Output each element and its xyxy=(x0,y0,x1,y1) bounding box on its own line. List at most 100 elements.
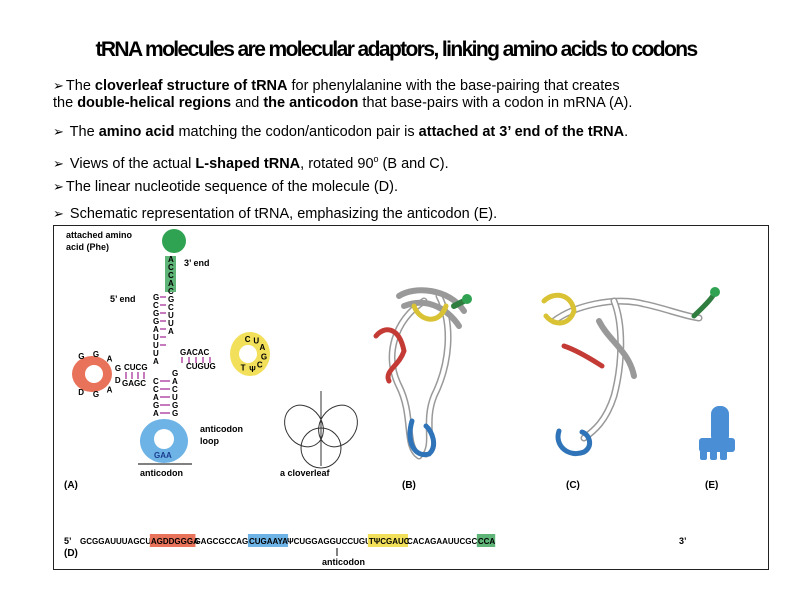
anticodon-loop-hole xyxy=(154,429,174,449)
panel-label-d: (D) xyxy=(64,548,78,559)
bullet-1: ➢The cloverleaf structure of tRNA for ph… xyxy=(53,78,620,94)
ribbon-view-b xyxy=(373,287,467,460)
arrow-bullet-icon: ➢ xyxy=(53,78,64,93)
attached-amino-label-2: acid (Phe) xyxy=(66,242,109,252)
acceptor-5-base: A xyxy=(153,325,159,334)
anticodon-stem-3-base: U xyxy=(172,393,178,402)
acceptor-cca-highlight xyxy=(165,256,176,292)
acceptor-3-base: A xyxy=(168,327,174,336)
sequence-segment: GCGGAUUUAGCUC xyxy=(80,537,157,546)
acceptor-3-base: C xyxy=(168,303,174,312)
sequence-highlight xyxy=(367,534,408,547)
ribbon-view-c xyxy=(541,291,717,456)
bullet-5: ➢ Schematic representation of tRNA, emph… xyxy=(53,206,498,222)
anticodon-stem-3-base: G xyxy=(172,401,178,410)
anticodon-stem-5-base: A xyxy=(153,409,159,418)
sequence-5-prime: 5’ xyxy=(64,536,72,546)
trna-figure-canvas: attached amino acid (Phe) 3’ end 5’ end … xyxy=(64,229,735,567)
arrow-bullet-icon: ➢ xyxy=(53,155,64,171)
d-loop-base: D xyxy=(115,376,121,385)
sequence-segment: CACAGAAUUCGCA xyxy=(407,537,483,546)
bullet-2: ➢ The amino acid matching the codon/anti… xyxy=(53,124,629,140)
t-loop-base: U xyxy=(253,337,259,346)
d-loop-base: A xyxy=(107,385,113,394)
amino-acid-sphere xyxy=(162,229,186,253)
anticodon-stem-3-base: A xyxy=(172,377,178,386)
d-loop-base: G xyxy=(78,352,84,361)
d-loop-base: G xyxy=(93,390,99,399)
sequence-highlight xyxy=(247,534,289,547)
sequence-highlight xyxy=(476,534,496,547)
acceptor-5-base: G xyxy=(153,293,159,302)
acceptor-3-base: U xyxy=(168,311,174,320)
anticodon-arm: CCAGAGACUGGACUYA GAA anticodon anticodon… xyxy=(138,369,243,478)
anticodon-stem-5-base: G xyxy=(153,401,159,410)
acceptor-5-base: G xyxy=(153,309,159,318)
sequence-3-prime: 3’ xyxy=(679,536,687,546)
attached-amino-label: attached amino xyxy=(66,230,133,240)
three-end-label: 3’ end xyxy=(184,258,210,268)
bullet-3: ➢ Views of the actual L-shaped tRNA, rot… xyxy=(53,154,449,172)
panel-label-a: (A) xyxy=(64,480,78,491)
anticodon-stem-3-base: C xyxy=(172,385,178,394)
sequence-segment: TΨCGAUC xyxy=(369,537,410,546)
d-arm-top-seq: CUCG xyxy=(124,363,148,372)
acceptor-3-base: A xyxy=(168,255,174,264)
anticodon-label: anticodon xyxy=(140,468,183,478)
d-arm-bottom-seq: GAGC xyxy=(122,379,146,388)
d-loop-base: G xyxy=(115,364,121,373)
t-loop-base: Ψ xyxy=(249,365,256,374)
arrow-bullet-icon: ➢ xyxy=(53,206,64,221)
acceptor-5-base: G xyxy=(153,317,159,326)
acceptor-strand-5: GCGGAUUUA xyxy=(153,293,166,366)
acceptor-5-base: U xyxy=(153,341,159,350)
t-loop-base: G xyxy=(261,352,267,361)
d-loop-base: G xyxy=(93,350,99,359)
acceptor-5-base: U xyxy=(153,333,159,342)
panel-label-e: (E) xyxy=(705,480,718,491)
schematic-trna-e xyxy=(699,406,735,460)
acceptor-3-base: C xyxy=(168,263,174,272)
sequence-segment: GAGCGCCAGA xyxy=(194,537,254,546)
t-loop-base: C xyxy=(245,335,251,344)
slide-title: tRNA molecules are molecular adaptors, l… xyxy=(95,38,698,61)
acceptor-3-base: C xyxy=(168,271,174,280)
acceptor-5-base: A xyxy=(153,357,159,366)
five-end-label: 5’ end xyxy=(110,294,136,304)
sequence-anticodon-label: anticodon xyxy=(322,557,365,567)
t-loop-hole xyxy=(239,345,257,363)
acceptor-5-base: U xyxy=(153,349,159,358)
anticodon-stem-3-base: G xyxy=(172,409,178,418)
arrow-bullet-icon: ➢ xyxy=(53,124,64,139)
t-arm-bottom-seq: CUGUG xyxy=(186,362,216,371)
sequence-segment: ΨCUGGAGGUCCUGUG xyxy=(287,537,377,546)
bullet-1-continued: the double-helical regions and the antic… xyxy=(53,95,633,111)
sequence-segment: CCA xyxy=(478,537,496,546)
sequence-segment: AGDDGGGA xyxy=(151,537,199,546)
anticodon-loop-label-2: loop xyxy=(200,436,219,446)
sequence-segment: CUGAAYA xyxy=(249,537,288,546)
anticodon-bases: GAA xyxy=(154,451,172,460)
panel-label-c: (C) xyxy=(566,480,580,491)
amino-acid-b xyxy=(462,294,472,304)
amino-acid-c xyxy=(710,287,720,297)
acceptor-3-base: C xyxy=(168,287,174,296)
anticodon-stem-5-base: C xyxy=(153,385,159,394)
anticodon-stem-5-base: C xyxy=(153,377,159,386)
acceptor-3-base: G xyxy=(168,295,174,304)
acceptor-3-base: U xyxy=(168,319,174,328)
t-loop-base: A xyxy=(259,343,265,352)
cloverleaf-label: a cloverleaf xyxy=(280,468,331,478)
bullet-4: ➢The linear nucleotide sequence of the m… xyxy=(53,179,398,195)
arrow-bullet-icon: ➢ xyxy=(53,179,64,194)
d-loop-base: D xyxy=(78,388,84,397)
trna-figure: attached amino acid (Phe) 3’ end 5’ end … xyxy=(53,225,769,570)
acceptor-3-base: A xyxy=(168,279,174,288)
t-loop-base: T xyxy=(241,363,246,372)
